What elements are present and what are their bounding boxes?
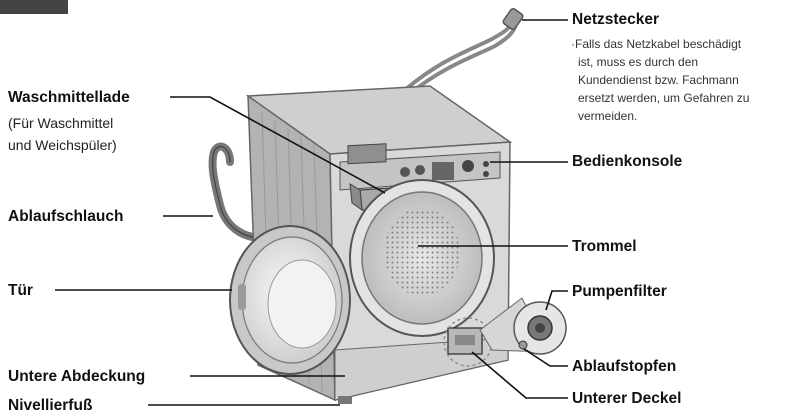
power-plug-icon [502, 8, 524, 30]
label-ablaufstopfen: Ablaufstopfen [572, 358, 677, 375]
label-bedienkonsole: Bedienkonsole [572, 153, 683, 170]
waschmittellade-sub-1: (Für Waschmittel [8, 115, 114, 131]
label-tuer: Tür [8, 282, 33, 299]
label-nivellierfuss: Nivellierfuß [8, 397, 93, 414]
netzstecker-note-line: ist, muss es durch den [578, 55, 699, 69]
label-untere-abdeckung: Untere Abdeckung [8, 368, 146, 385]
pump-filter-zoom [479, 297, 567, 355]
label-waschmittellade: Waschmittellade [8, 89, 130, 106]
netzstecker-note-line: ·Falls das Netzkabel beschädigt [571, 37, 742, 51]
label-pumpenfilter: Pumpenfilter [572, 283, 667, 300]
leveling-foot [338, 396, 352, 404]
netzstecker-note: ·Falls das Netzkabel beschädigt ist, mus… [571, 35, 809, 125]
label-unterer-deckel: Unterer Deckel [572, 390, 682, 407]
label-netzstecker: Netzstecker [572, 11, 660, 28]
leader-waschmittellade [170, 96, 386, 194]
leader-pumpenfilter [545, 290, 568, 311]
lower-service-flap [447, 327, 483, 355]
label-trommel: Trommel [572, 238, 637, 255]
leader-unterer-deckel [471, 351, 568, 399]
label-ablaufschlauch: Ablaufschlauch [8, 208, 124, 225]
drum [349, 179, 495, 337]
netzstecker-note-line: vermeiden. [578, 109, 638, 123]
netzstecker-note-line: Kundendienst bzw. Fachmann [578, 73, 739, 87]
section-number-tab [0, 0, 68, 14]
control-panel [339, 143, 501, 191]
netzstecker-note-line: ersetzt werden, um Gefahren zu [578, 91, 750, 105]
door [229, 225, 351, 375]
leader-lines [55, 19, 568, 406]
power-cord [403, 21, 518, 94]
waschmittellade-sub-2: und Weichspüler) [8, 137, 117, 153]
leader-ablaufstopfen [523, 348, 568, 367]
